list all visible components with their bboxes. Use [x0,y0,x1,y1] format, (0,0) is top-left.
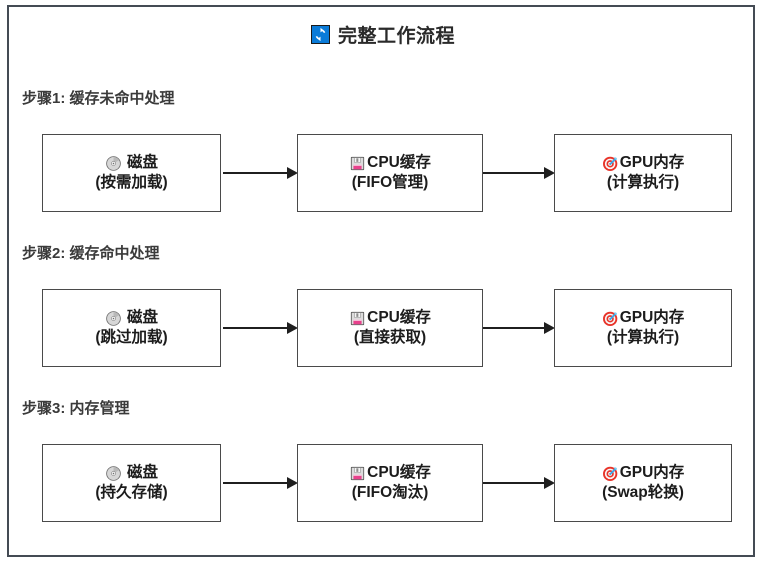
step-heading-1: 步骤1: 缓存未命中处理 [22,90,175,107]
flow-row-1: 磁盘 (按需加载) [9,134,757,214]
node-gpu-memory-step1[interactable]: GPU内存 (计算执行) [554,134,732,212]
node-title-line: 磁盘 [105,153,158,173]
step-heading-3: 步骤3: 内存管理 [22,400,130,417]
node-label: CPU缓存 [367,154,431,172]
target-dart-icon [602,311,618,326]
target-dart-icon [602,156,618,171]
arrow-shaft [483,482,546,484]
target-dart-icon [602,466,618,481]
node-sublabel: (FIFO淘汰) [351,484,429,501]
flow-row-2: 磁盘 (跳过加载) [9,289,757,369]
node-label: GPU内存 [619,309,685,327]
arrow-head-icon [544,477,555,489]
diagram-title-row: 完整工作流程 [9,21,757,48]
node-gpu-memory-step2[interactable]: GPU内存 (计算执行) [554,289,732,367]
optical-disk-icon [106,310,121,326]
diagram-frame: 完整工作流程 步骤1: 缓存未命中处理 磁盘 [7,5,755,557]
page-title: 完整工作流程 [337,26,455,47]
node-title-line: CPU缓存 [349,463,431,483]
arrow-cache-to-gpu-step2 [483,322,556,334]
node-sublabel: (直接获取) [353,329,427,346]
node-title-line: GPU内存 [602,153,685,173]
node-disk-step2[interactable]: 磁盘 (跳过加载) [42,289,221,367]
arrow-shaft [223,327,289,329]
arrow-head-icon [544,167,555,179]
node-label: 磁盘 [126,154,158,172]
node-label: 磁盘 [126,309,158,327]
optical-disk-icon [106,465,121,481]
node-title-line: CPU缓存 [349,308,431,328]
optical-disk-icon [106,155,121,171]
node-sublabel: (Swap轮换) [602,484,684,501]
node-title-line: 磁盘 [105,463,158,483]
node-label: CPU缓存 [367,309,431,327]
node-label: GPU内存 [619,464,685,482]
node-title-line: GPU内存 [602,463,685,483]
node-sublabel: (计算执行) [606,174,680,191]
arrow-cache-to-gpu-step3 [483,477,556,489]
node-label: 磁盘 [126,464,158,482]
node-label: CPU缓存 [367,464,431,482]
node-cpu-cache-step2[interactable]: CPU缓存 (直接获取) [297,289,483,367]
node-label: GPU内存 [619,154,685,172]
arrow-shaft [223,172,289,174]
arrow-disk-to-cache-step1 [223,167,299,179]
node-sublabel: (跳过加载) [95,329,168,346]
floppy-disk-icon [350,311,365,325]
node-title-line: CPU缓存 [349,153,431,173]
node-title-line: GPU内存 [602,308,685,328]
step-heading-2: 步骤2: 缓存命中处理 [22,245,160,262]
arrow-shaft [483,172,546,174]
arrow-head-icon [544,322,555,334]
arrow-head-icon [287,322,298,334]
node-disk-step1[interactable]: 磁盘 (按需加载) [42,134,221,212]
node-sublabel: (持久存储) [95,484,168,501]
node-sublabel: (按需加载) [95,174,168,191]
node-sublabel: (FIFO管理) [351,174,429,191]
node-sublabel: (计算执行) [606,329,680,346]
flow-row-3: 磁盘 (持久存储) [9,444,757,524]
arrow-disk-to-cache-step3 [223,477,299,489]
node-cpu-cache-step1[interactable]: CPU缓存 (FIFO管理) [297,134,483,212]
sync-icon [310,25,330,44]
arrow-disk-to-cache-step2 [223,322,299,334]
floppy-disk-icon [350,466,365,480]
node-title-line: 磁盘 [105,308,158,328]
arrow-cache-to-gpu-step1 [483,167,556,179]
arrow-head-icon [287,167,298,179]
arrow-shaft [483,327,546,329]
node-cpu-cache-step3[interactable]: CPU缓存 (FIFO淘汰) [297,444,483,522]
floppy-disk-icon [350,156,365,170]
node-gpu-memory-step3[interactable]: GPU内存 (Swap轮换) [554,444,732,522]
node-disk-step3[interactable]: 磁盘 (持久存储) [42,444,221,522]
arrow-head-icon [287,477,298,489]
arrow-shaft [223,482,289,484]
